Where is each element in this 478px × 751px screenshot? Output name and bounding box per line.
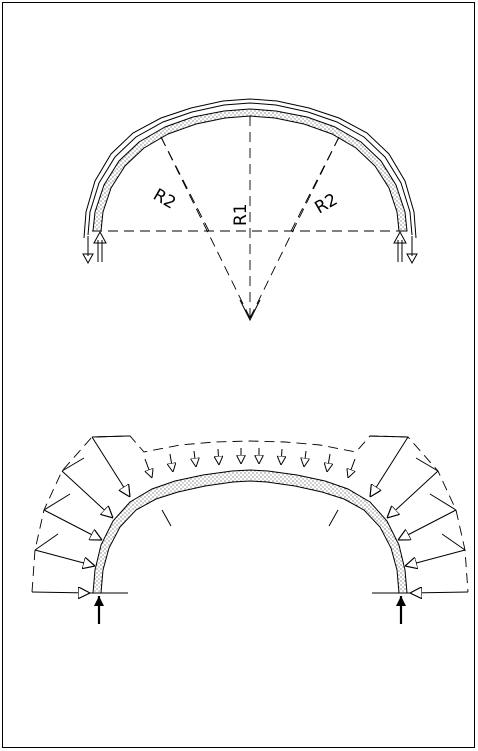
r2-left-label: R2 [150,185,180,214]
arch-loading-figure [31,435,469,624]
outer-layer-line-2 [83,98,417,239]
r2-left-line-b [160,136,211,234]
outer-layer-line-1 [87,102,413,236]
arch-geometry-figure: R1 R2 R2 [82,98,418,322]
bottom-arch-band [92,469,408,594]
r2-left-line-a [160,136,251,319]
right-side-load-arrows [370,435,469,593]
left-reaction-down-arrow [82,236,94,265]
left-side-load-arrows [31,435,130,593]
left-reaction-up-arrow [93,230,107,262]
r1-label: R1 [231,203,251,226]
left-section-tick [161,509,172,527]
right-section-tick [328,509,339,527]
crown-load-arrows [144,448,356,478]
r2-right-line-b [289,136,340,234]
right-reaction-up-arrow [393,230,407,262]
r2-right-label: R2 [312,190,342,219]
r2-right-line-a [249,136,340,319]
center-arrow [239,299,261,322]
right-reaction-down-arrow [406,236,418,265]
